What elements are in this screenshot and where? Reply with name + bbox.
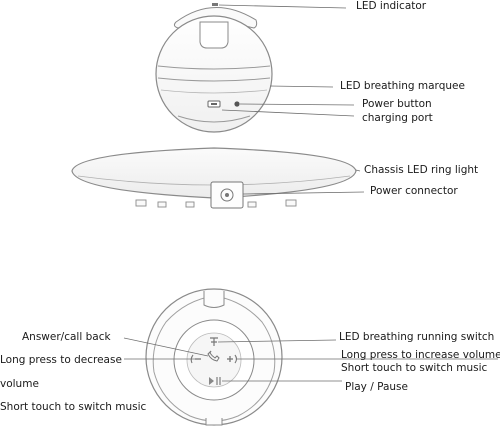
label-long-press-decrease: Long press to decrease [0,354,122,366]
label-volume: volume [0,378,39,390]
led-toggle-icon[interactable] [210,337,218,346]
base-chassis [71,147,357,209]
label-short-touch-switch-music-left: Short touch to switch music [0,401,147,413]
label-chassis-led-ring-light: Chassis LED ring light [364,164,479,176]
phone-icon[interactable] [207,350,220,362]
label-charging-port: charging port [362,112,433,124]
label-led-breathing-marquee: LED breathing marquee [340,80,465,92]
label-power-connector: Power connector [370,185,458,197]
label-led-indicator: LED indicator [356,0,427,12]
label-play-pause: Play / Pause [345,381,408,393]
leader-lines [123,4,498,382]
label-long-press-increase: Long press to increase volume [341,349,500,361]
label-led-breathing-running-switch: LED breathing running switch [339,331,495,343]
label-answer-call-back: Answer/call back [22,331,111,343]
speaker-sphere [155,3,273,133]
label-short-touch-switch-music-right: Short touch to switch music [341,362,488,374]
control-panel [145,288,283,426]
label-power-button: Power button [362,98,432,110]
play-pause-icon[interactable] [209,377,221,385]
power-button-dot[interactable] [234,101,240,107]
led-indicator-dot [212,3,218,6]
